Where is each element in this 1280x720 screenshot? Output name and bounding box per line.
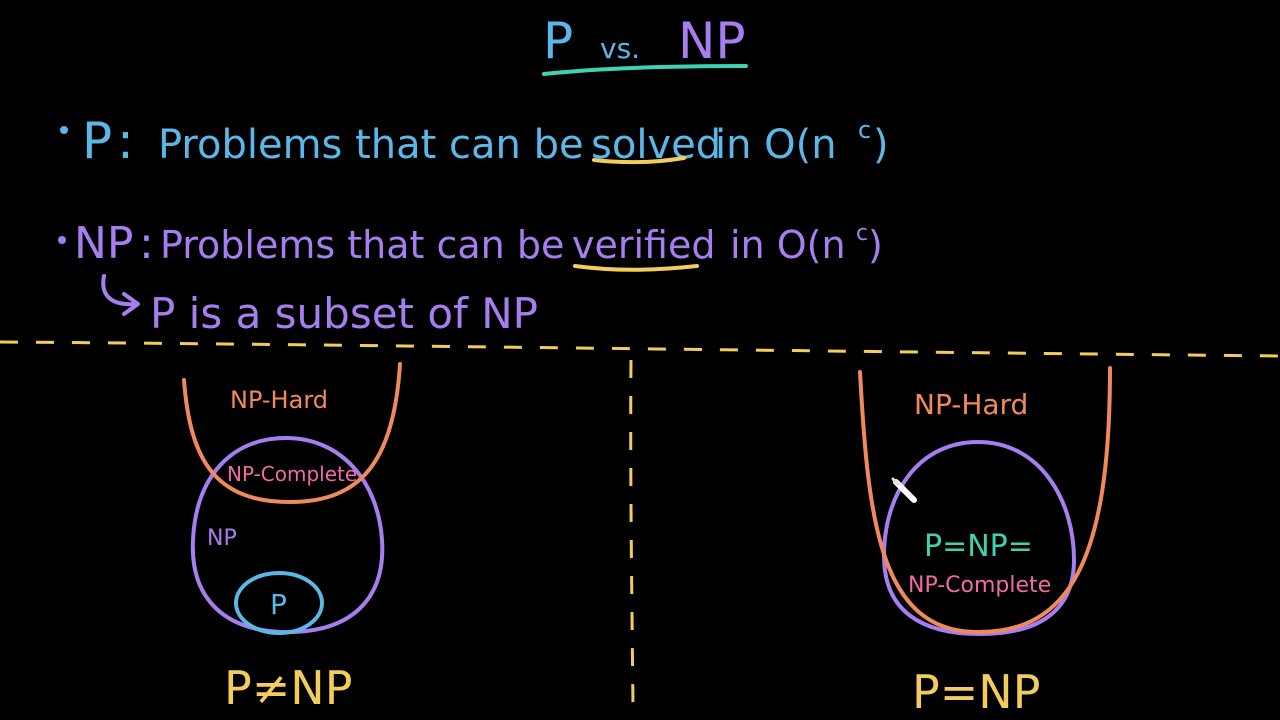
- bullet-p-keyword-underline: [592, 156, 686, 165]
- p-set-outline: [234, 571, 324, 635]
- bullet-p-colon: :: [117, 112, 134, 170]
- bullet-np-text: Problems that can be: [160, 223, 564, 267]
- left-p-label: P: [270, 588, 287, 621]
- title-vs: vs.: [600, 32, 640, 65]
- np-hard-boundary: [182, 362, 402, 505]
- bullet-np-keyword: verified: [572, 223, 715, 267]
- right-caption: P=NP: [912, 665, 1040, 719]
- title-group: P vs. NP: [542, 12, 748, 76]
- left-np-label: NP: [207, 526, 237, 551]
- bullet-p-close: ): [873, 122, 889, 168]
- bullet-p-term: P: [82, 112, 112, 170]
- bullet-p-complexity: in O(n: [715, 122, 837, 168]
- bullet-p-exponent: c: [858, 116, 871, 144]
- right-diagram: NP-Hard P=NP= NP-Complete P=NP: [858, 366, 1112, 719]
- subset-note: P is a subset of NP: [101, 274, 538, 338]
- bullet-np: NP : Problems that can be verified in O(…: [58, 218, 883, 272]
- bullet-dot-icon: [58, 236, 66, 244]
- title-underline: [542, 64, 748, 76]
- left-caption: P≠NP: [224, 661, 352, 715]
- curved-arrow-icon: [101, 274, 140, 316]
- horizontal-dashed-divider: [0, 340, 1280, 358]
- bullet-np-colon: :: [139, 218, 154, 269]
- bullet-np-exponent: c: [856, 221, 868, 246]
- bullet-np-complexity: in O(n: [730, 223, 846, 267]
- np-hard-boundary-right: [858, 366, 1112, 635]
- left-np-hard-label: NP-Hard: [230, 386, 328, 414]
- bullet-np-keyword-underline: [573, 264, 699, 272]
- right-np-hard-label: NP-Hard: [914, 388, 1028, 421]
- title-p: P: [543, 12, 573, 70]
- bullet-p-text: Problems that can be: [158, 122, 584, 168]
- subset-note-text: P is a subset of NP: [150, 289, 538, 338]
- right-equality-line1: P=NP=: [924, 529, 1033, 564]
- bullet-p: P : Problems that can be solved in O(n c…: [60, 112, 889, 170]
- bullet-np-close: ): [868, 223, 883, 267]
- pen-cursor-icon: [891, 477, 917, 503]
- right-equality-line2: NP-Complete: [908, 573, 1051, 598]
- left-diagram: NP-Hard NP-Complete NP P P≠NP: [182, 362, 402, 715]
- left-np-complete-label: NP-Complete: [227, 462, 357, 486]
- title-np: NP: [678, 12, 746, 70]
- bullet-np-term: NP: [74, 218, 133, 269]
- bullet-dot-icon: [60, 126, 68, 134]
- vertical-dashed-divider: [629, 359, 635, 711]
